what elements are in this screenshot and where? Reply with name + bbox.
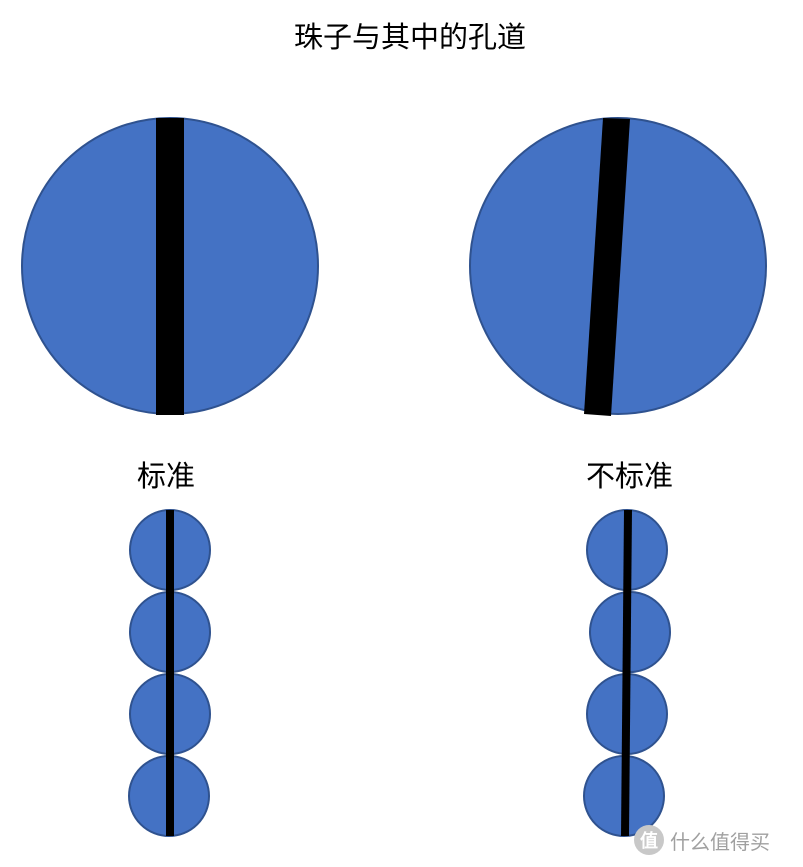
- bead-string-standard: [128, 509, 211, 837]
- large-bead-non-standard: [469, 117, 767, 416]
- bead-hole-straight: [156, 118, 184, 415]
- label-non-standard: 不标准: [586, 459, 674, 493]
- string-hole-line: [166, 510, 174, 836]
- diagram-title: 珠子与其中的孔道: [293, 20, 526, 54]
- label-standard: 标准: [137, 459, 196, 493]
- watermark: 值 什么值得买: [634, 823, 770, 857]
- large-bead-standard: [21, 117, 319, 415]
- watermark-logo-icon: 值: [634, 825, 664, 855]
- bead-string-non-standard: [583, 509, 671, 837]
- watermark-text: 什么值得买: [670, 829, 770, 854]
- string-hole-line: [621, 510, 632, 836]
- bead-hole-slanted: [584, 118, 630, 416]
